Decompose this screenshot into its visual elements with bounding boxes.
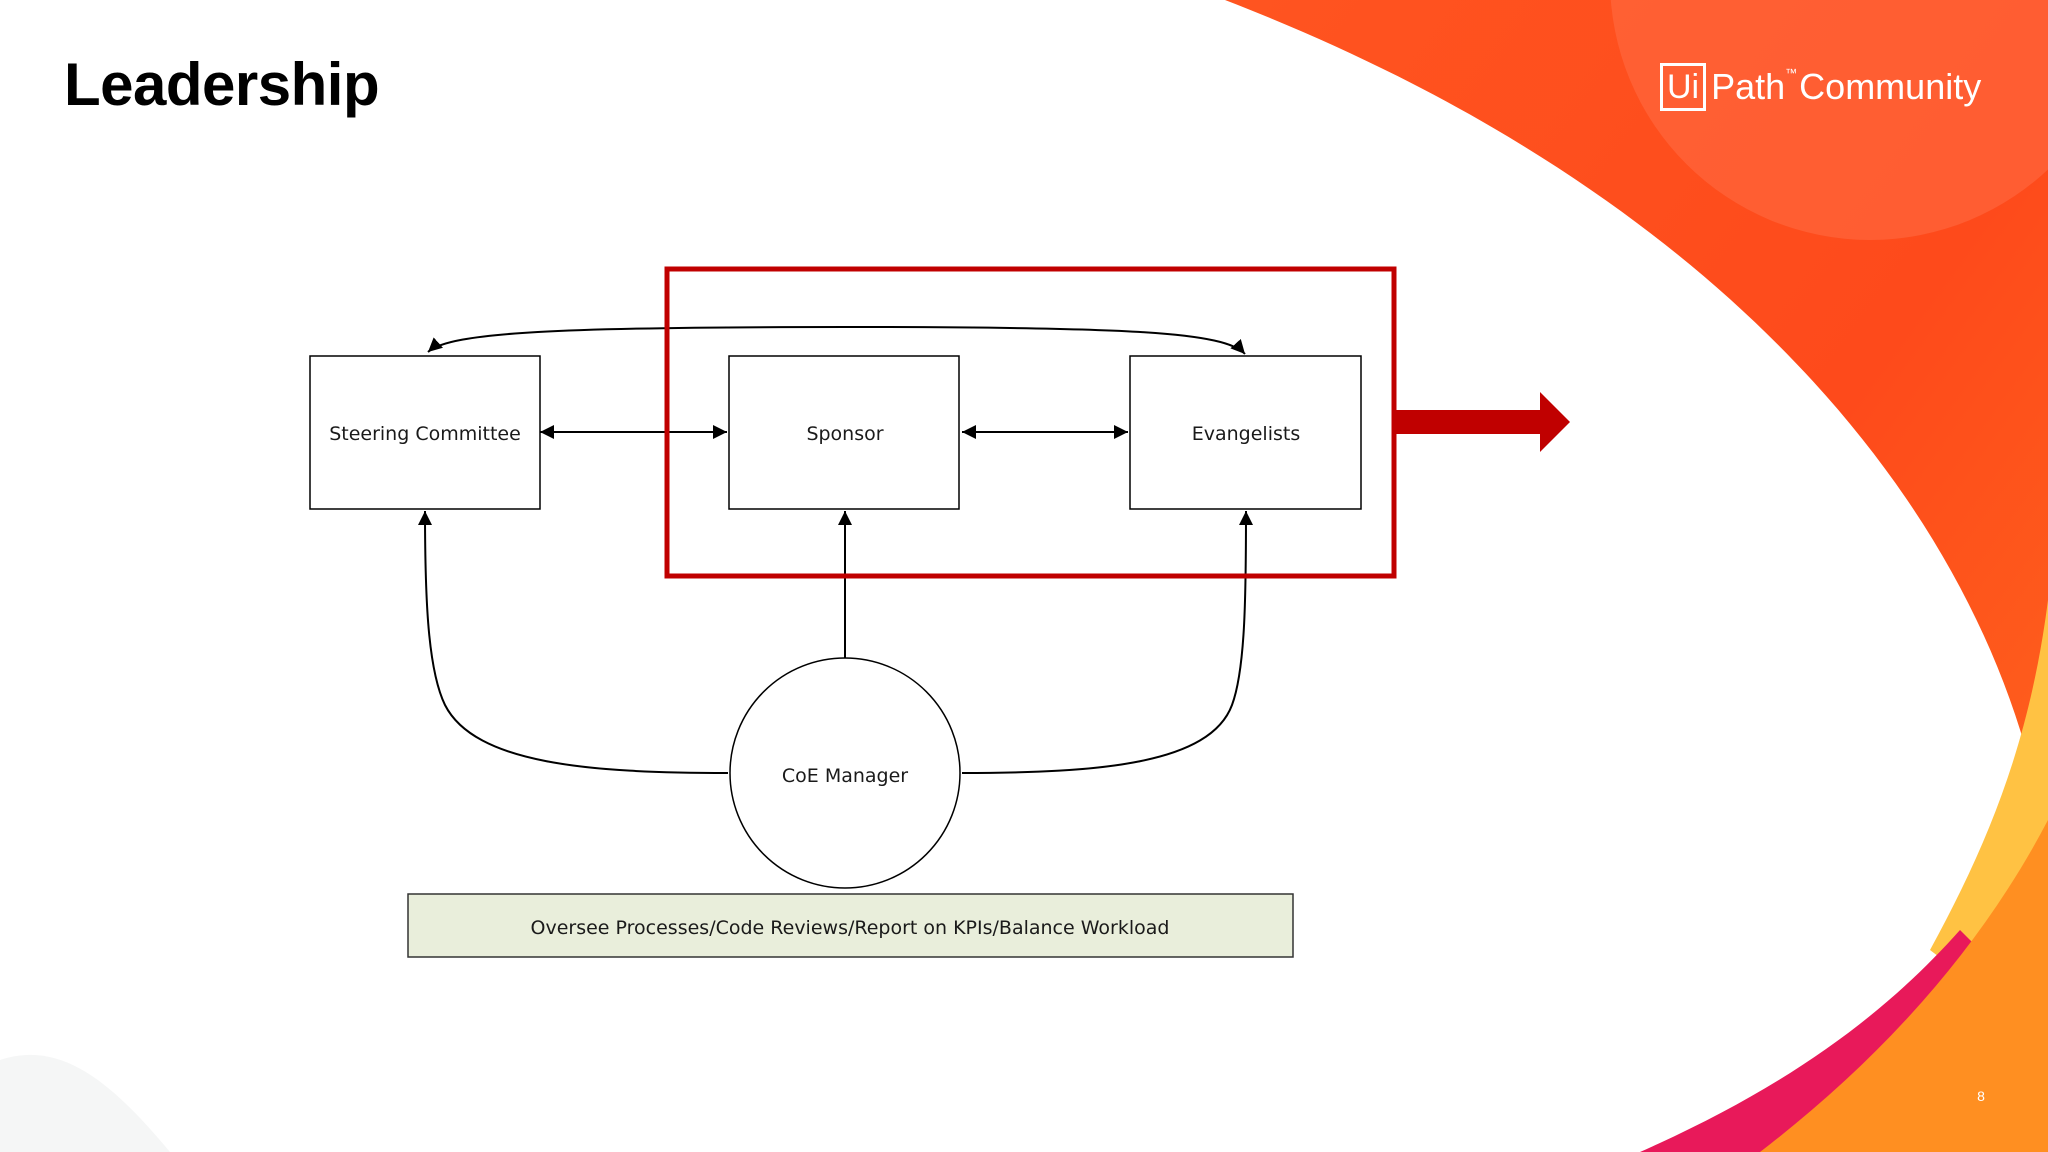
sponsor-label: Sponsor (806, 423, 883, 445)
uipath-community-logo: Ui Path™Community (1660, 62, 1981, 112)
bg-orange-red-swoosh (1225, 0, 2048, 1152)
evangelists-box (1129, 355, 1362, 510)
steering-committee-label: Steering Committee (329, 423, 521, 445)
highlight-arrow (1394, 392, 1570, 452)
page-number: 8 (1977, 1088, 1985, 1104)
logo-ui-box: Ui (1660, 63, 1707, 111)
logo-community-text: Community (1799, 66, 1982, 107)
bg-light-circle (1610, 0, 2048, 240)
logo-wordmark: Path™Community (1711, 66, 1981, 108)
coe-manager-circle (729, 657, 961, 889)
sponsor-box (728, 355, 960, 510)
responsibilities-box (407, 893, 1294, 958)
steering-committee-box (309, 355, 541, 510)
connector-coe-evangelists (961, 510, 1253, 774)
responsibilities-label: Oversee Processes/Code Reviews/Report on… (531, 917, 1170, 939)
connector-coe-steering (418, 510, 729, 774)
bg-faint-swoosh (0, 1054, 170, 1152)
logo-path-text: Path (1711, 66, 1786, 107)
slide-title: Leadership (64, 51, 380, 118)
bg-orange-bottom (1760, 820, 2048, 1152)
evangelists-label: Evangelists (1192, 423, 1301, 445)
connector-steering-evangelists (427, 325, 1246, 355)
logo-trademark: ™ (1785, 66, 1798, 80)
coe-manager-label: CoE Manager (782, 765, 908, 787)
